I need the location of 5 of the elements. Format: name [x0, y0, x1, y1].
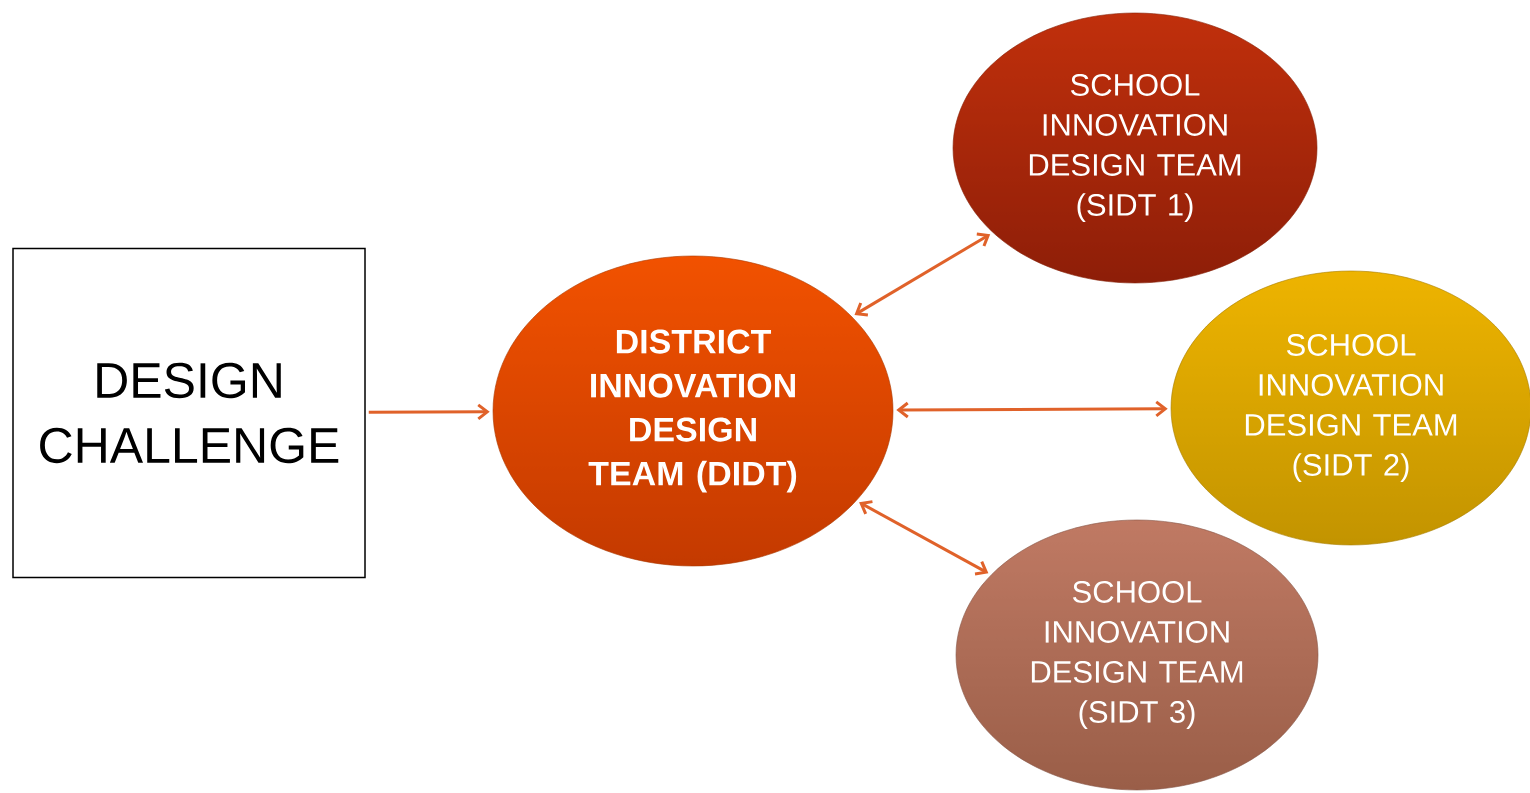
arrow	[896, 400, 1168, 419]
arrow	[854, 232, 991, 317]
arrow	[368, 403, 490, 421]
arrow	[859, 500, 989, 576]
process-box: DESIGN CHALLENGE	[12, 247, 366, 579]
